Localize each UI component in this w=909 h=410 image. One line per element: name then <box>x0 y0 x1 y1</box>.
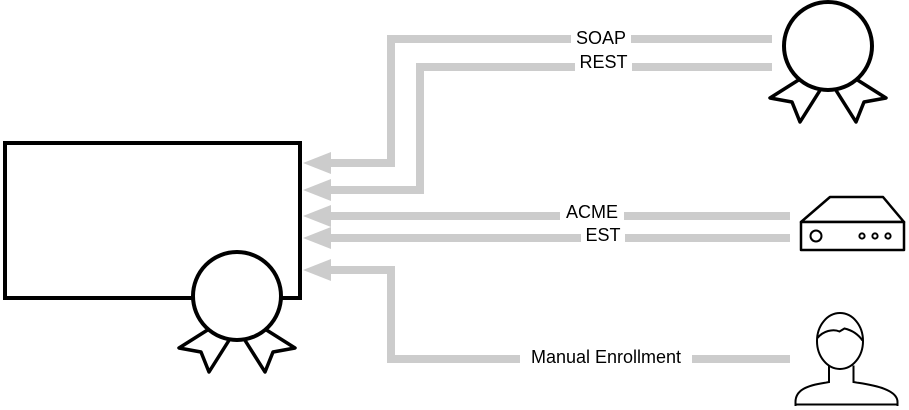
edge-label-soap: SOAP <box>571 28 631 49</box>
server-led-icon <box>871 232 879 240</box>
server-led-icon <box>858 232 866 240</box>
edge-label-rest: REST <box>575 52 632 73</box>
seal-circle <box>191 250 283 342</box>
manual-enrollment-arrowhead-icon <box>303 259 331 281</box>
certificate-seal-icon <box>177 250 297 374</box>
person-head <box>816 312 864 370</box>
person-right-shoulder <box>852 365 899 406</box>
award-ribbon-icon <box>768 0 888 124</box>
person-left-shoulder <box>794 365 830 406</box>
edge-label-est: EST <box>581 225 625 246</box>
rest-arrowhead-icon <box>303 179 331 201</box>
certificate-document-icon <box>3 141 302 300</box>
soap-connector-line <box>329 35 772 167</box>
manual-enrollment-connector-line <box>329 266 790 363</box>
server-led-icon <box>884 232 892 240</box>
soap-arrowhead-icon <box>303 152 331 174</box>
edge-label-acme: ACME <box>560 202 624 223</box>
est-arrowhead-icon <box>303 227 331 249</box>
server-appliance-icon <box>798 168 909 272</box>
rest-connector-line <box>329 63 772 194</box>
server-power-button-icon <box>809 229 823 243</box>
person-hairline <box>816 327 864 342</box>
person-icon <box>794 312 899 406</box>
acme-arrowhead-icon <box>303 205 331 227</box>
server-front-panel <box>799 220 906 252</box>
edge-label-manual-enrollment: Manual Enrollment <box>520 347 692 368</box>
ribbon-circle <box>782 0 874 92</box>
